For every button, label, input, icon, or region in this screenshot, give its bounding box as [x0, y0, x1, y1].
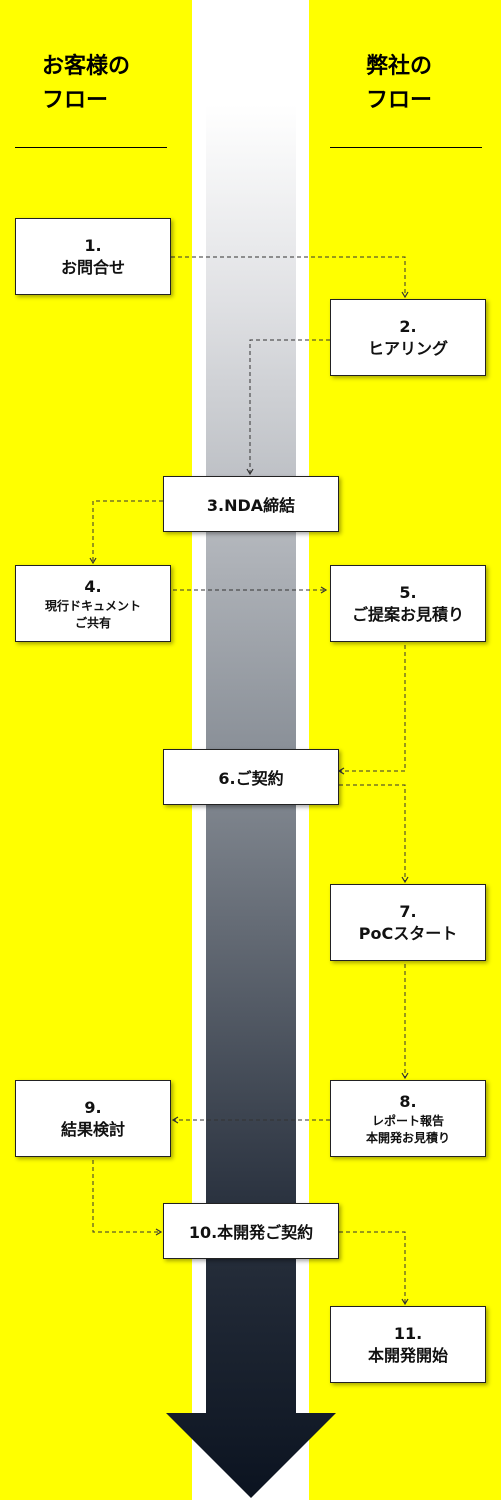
step-7-number: 7. — [399, 901, 417, 921]
step-8-label-line1: レポート報告 — [371, 1113, 444, 1128]
company-flow-divider — [330, 147, 482, 148]
step-1-number: 1. — [84, 235, 102, 255]
step-11-number: 11. — [393, 1323, 423, 1343]
customer-flow-title-line2: フロー — [42, 88, 109, 113]
step-4-number: 4. — [84, 576, 102, 596]
customer-flow-title-line1: お客様の — [42, 54, 131, 79]
step-4-label-line2: ご共有 — [74, 615, 111, 630]
step-2-label: ヒアリング — [367, 338, 448, 358]
step-9-number: 9. — [84, 1097, 102, 1117]
step-9-box: 9. 結果検討 — [15, 1080, 171, 1157]
step-10-label: 10.本開発ご契約 — [188, 1223, 314, 1242]
step-7-label: PoCスタート — [358, 923, 458, 943]
step-4-box: 4. 現行ドキュメント ご共有 — [15, 565, 171, 642]
step-5-number: 5. — [399, 582, 417, 602]
step-5-box: 5. ご提案お見積り — [330, 565, 486, 642]
step-11-label: 本開発開始 — [367, 1345, 448, 1365]
company-flow-title: 弊社の フロー — [366, 50, 432, 118]
step-8-label-line2: 本開発お見積り — [365, 1130, 450, 1145]
step-6-label: 6.ご契約 — [218, 769, 284, 788]
step-2-number: 2. — [399, 316, 417, 336]
step-9-label: 結果検討 — [60, 1119, 125, 1139]
step-2-box: 2. ヒアリング — [330, 299, 486, 376]
customer-flow-divider — [15, 147, 167, 148]
step-11-box: 11. 本開発開始 — [330, 1306, 486, 1383]
step-6-box: 6.ご契約 — [163, 749, 339, 805]
step-1-box: 1. お問合せ — [15, 218, 171, 295]
step-1-label: お問合せ — [60, 257, 125, 277]
company-flow-title-line2: フロー — [366, 88, 433, 113]
company-flow-title-line1: 弊社の — [366, 54, 433, 79]
step-3-box: 3.NDA締結 — [163, 476, 339, 532]
step-8-box: 8. レポート報告 本開発お見積り — [330, 1080, 486, 1157]
step-7-box: 7. PoCスタート — [330, 884, 486, 961]
step-10-box: 10.本開発ご契約 — [163, 1203, 339, 1259]
step-8-number: 8. — [399, 1091, 417, 1111]
step-4-label-line1: 現行ドキュメント — [44, 598, 141, 613]
customer-flow-title: お客様の フロー — [42, 50, 130, 118]
step-3-label: 3.NDA締結 — [206, 496, 296, 515]
step-5-label: ご提案お見積り — [351, 604, 464, 624]
